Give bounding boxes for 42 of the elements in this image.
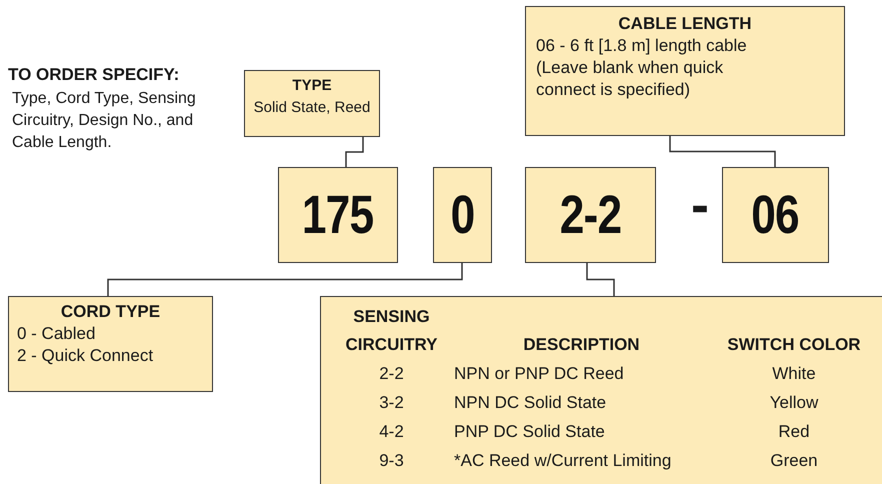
table-cell-text: 4-2 (378, 421, 405, 443)
connector-line (107, 263, 463, 296)
table-cell-text: White (771, 363, 817, 385)
code-digits: 2-2 (560, 188, 622, 242)
column-header: SENSING CIRCUITRY (344, 306, 438, 356)
table-cell-text: PNP DC Solid State (454, 421, 606, 443)
box-heading: TYPE (291, 76, 333, 96)
type-box (244, 70, 380, 137)
separator-dash: - (690, 178, 710, 232)
table-cell-text: NPN or PNP DC Reed (454, 363, 625, 385)
connector-line (345, 137, 364, 167)
cord-type-box (8, 296, 213, 392)
connector-line (586, 263, 615, 296)
table-cell-text: NPN DC Solid State (454, 392, 608, 414)
code-digits: 175 (302, 188, 374, 242)
table-cell-text: Red (777, 421, 811, 443)
box-text: (Leave blank when quick connect is specified) (536, 57, 724, 101)
box-text: 0 - Cabled (17, 323, 96, 345)
box-text: 06 - 6 ft [1.8 m] length cable (536, 35, 748, 57)
cable-length-box (525, 6, 845, 136)
table-cell-text: Green (769, 450, 819, 472)
order-heading: TO ORDER SPECIFY: (8, 64, 180, 86)
box-text: 2 - Quick Connect (17, 345, 154, 367)
sensing-circuitry-table (320, 296, 882, 484)
table-cell-text: 9-3 (378, 450, 405, 472)
table-cell-text: Yellow (768, 392, 820, 414)
column-header: SWITCH COLOR (726, 334, 862, 356)
column-header: DESCRIPTION (522, 334, 641, 356)
cord-code-box (433, 167, 492, 263)
connector-line (669, 136, 776, 167)
table-cell-text: 2-2 (378, 363, 405, 385)
order-instructions: Type, Cord Type, Sensing Circuitry, Design No., and Cable Length. (12, 89, 197, 153)
code-digits: 0 (450, 188, 474, 242)
model-code-box (278, 167, 398, 263)
length-code-box (722, 167, 829, 263)
box-heading: CORD TYPE (60, 301, 162, 323)
box-text: Solid State, Reed (252, 98, 372, 118)
table-cell-text: *AC Reed w/Current Limiting (454, 450, 672, 472)
box-heading: CABLE LENGTH (617, 13, 753, 35)
table-cell-text: 3-2 (378, 392, 405, 414)
code-digits: 06 (752, 188, 800, 242)
circuit-code-box (525, 167, 656, 263)
